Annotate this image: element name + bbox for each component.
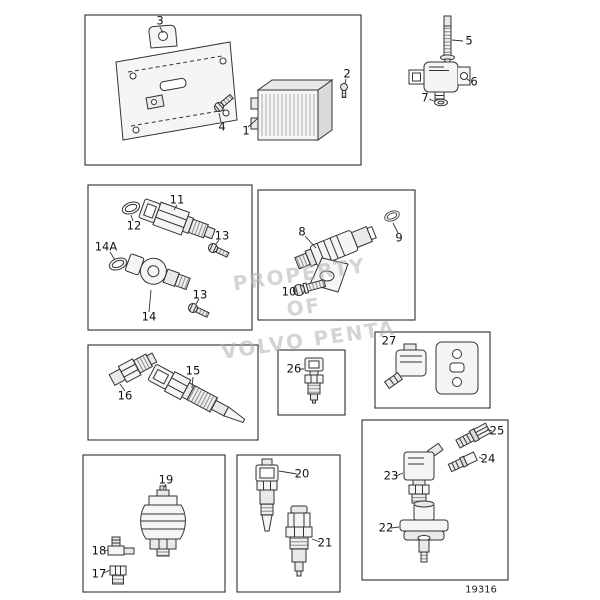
part-bolt-10 [293, 279, 327, 296]
part-washer-7 [434, 98, 448, 107]
figure-number: 19316 [465, 584, 497, 596]
callout-13-b: 13 [192, 287, 208, 302]
callout-8: 8 [298, 224, 306, 239]
callout-5: 5 [465, 33, 473, 48]
panel-sensor-26 [277, 349, 346, 416]
callout-21: 21 [317, 535, 333, 550]
callout-2: 2 [343, 66, 351, 81]
part-sensor-6 [408, 61, 471, 104]
callout-16: 16 [117, 388, 133, 403]
part-sensor-14 [124, 253, 191, 291]
part-fitting-16 [108, 352, 158, 386]
part-fitting-25 [455, 422, 492, 449]
callout-26: 26 [286, 361, 302, 376]
panel-sender-19 [82, 454, 226, 593]
part-elbow-18 [107, 536, 135, 556]
part-knock-sensor-22 [399, 500, 449, 563]
callout-3: 3 [156, 13, 164, 28]
part-screw-13-a [206, 241, 231, 260]
callout-1: 1 [242, 123, 250, 138]
callout-24: 24 [480, 451, 496, 466]
part-fitting-24 [447, 451, 478, 473]
part-bracket-3 [115, 24, 238, 141]
part-sensor-23 [403, 442, 444, 504]
panel-sensors-20-21 [236, 454, 341, 593]
part-sensor-11 [138, 198, 216, 240]
callout-9: 9 [395, 230, 403, 245]
callout-14a: 14A [94, 239, 118, 254]
leader-lines [103, 26, 493, 574]
part-sender-21 [285, 505, 313, 577]
callout-23: 23 [383, 468, 399, 483]
callout-7: 7 [421, 90, 429, 105]
callout-25: 25 [489, 423, 505, 438]
panel-ecu [84, 14, 362, 166]
callout-11: 11 [169, 192, 185, 207]
part-screw-2 [340, 83, 348, 98]
part-sensor-20 [255, 458, 279, 532]
part-screw-13-b [186, 301, 211, 320]
panel-sensor-27 [374, 331, 491, 409]
callout-13-a: 13 [214, 228, 230, 243]
callout-22: 22 [378, 520, 394, 535]
part-oring-9 [382, 208, 402, 224]
callout-6: 6 [470, 74, 478, 89]
callout-20: 20 [294, 466, 310, 481]
panel-sensors-22-25 [361, 419, 509, 581]
callout-17: 17 [91, 566, 107, 581]
panel-sensor-8 [257, 189, 416, 321]
part-ecu-1 [250, 79, 334, 141]
callout-27: 27 [381, 333, 397, 348]
callout-10: 10 [281, 284, 297, 299]
part-sensor-8 [294, 225, 377, 293]
part-oring-12 [120, 199, 142, 217]
callout-4: 4 [218, 119, 226, 134]
part-sender-19 [140, 485, 186, 557]
callout-15: 15 [185, 363, 201, 378]
part-plug-17 [109, 565, 127, 585]
callout-19: 19 [158, 472, 174, 487]
panel-sensors-11-14 [87, 184, 253, 331]
part-sensor-27 [383, 341, 479, 395]
callout-18: 18 [91, 543, 107, 558]
part-sensor-15 [147, 364, 246, 424]
part-stud-5 [440, 15, 455, 66]
callout-14: 14 [141, 309, 157, 324]
callout-12: 12 [126, 218, 142, 233]
panel-sensor-15 [87, 344, 259, 441]
part-sensor-26 [304, 357, 324, 404]
